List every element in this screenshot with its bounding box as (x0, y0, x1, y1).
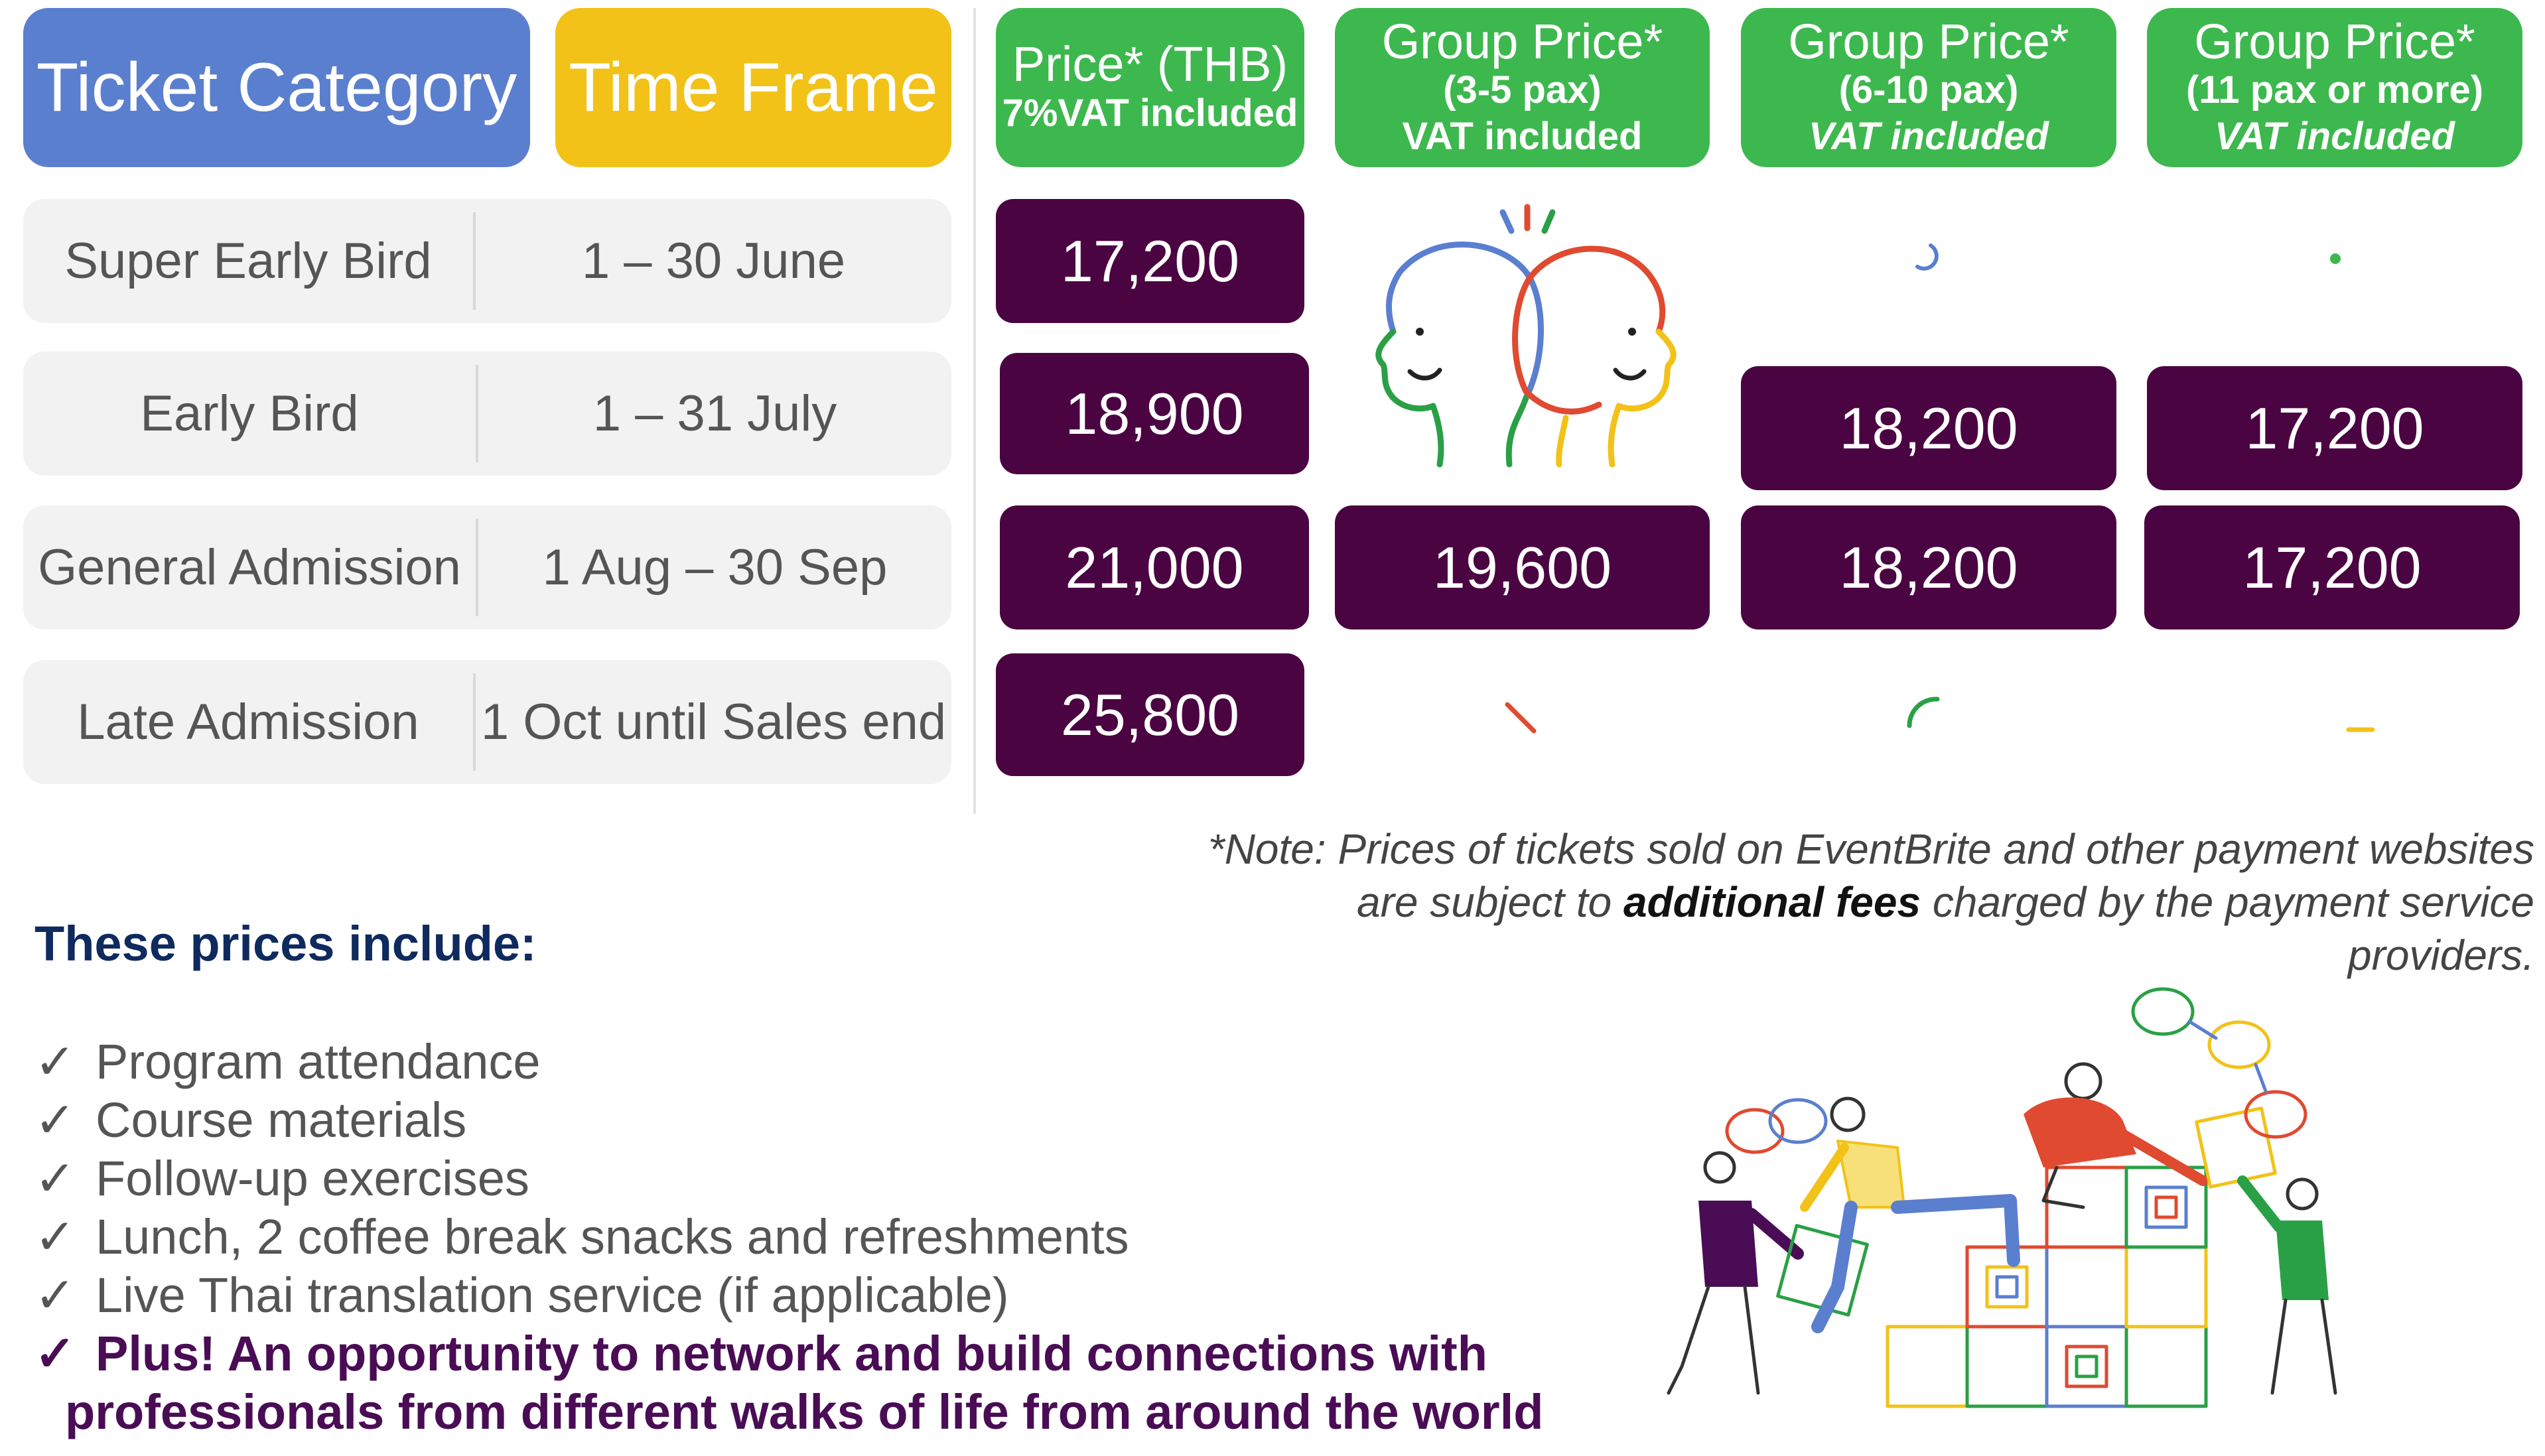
confetti-decoration (2346, 727, 2375, 732)
row-divider (473, 673, 476, 771)
group-3-5-price-cell: 19,600 (1335, 505, 1710, 629)
group-11-price-cell: 17,200 (2147, 366, 2522, 490)
list-item: ✓Program attendance (34, 1033, 1494, 1091)
list-item: ✓Live Thai translation service (if appli… (34, 1266, 1494, 1325)
row-category: Late Admission (77, 694, 419, 750)
header-price: Price* (THB) 7%VAT included (996, 8, 1304, 167)
header-group-3-5-vat: VAT included (1402, 114, 1643, 158)
group-6-10-price-cell: 18,200 (1741, 505, 2116, 629)
list-item: ✓Follow-up exercises (34, 1150, 1494, 1208)
list-item: ✓Lunch, 2 coffee break snacks and refres… (34, 1208, 1494, 1266)
check-mark-icon: ✓ (34, 1092, 76, 1148)
table-row (23, 199, 951, 323)
row-timeframe: 1 Oct until Sales end (480, 694, 947, 750)
group-6-10-price-cell: 18,200 (1741, 366, 2116, 490)
header-price-title: Price* (THB) (1012, 36, 1288, 92)
header-group-11-pax: (11 pax or more) (2185, 68, 2484, 112)
confetti-decoration (1907, 696, 1940, 728)
team-building-blocks-illustration-icon (1667, 987, 2337, 1408)
networking-highlight: ✓ Plus! An opportunity to network and bui… (34, 1325, 1560, 1441)
header-group-11-title: Group Price* (2194, 13, 2475, 69)
note-line-1: *Note: Prices of tickets sold on EventBr… (1207, 825, 2534, 873)
row-category: General Admission (38, 539, 461, 596)
column-separator (973, 8, 976, 814)
confetti-decoration (1915, 243, 1939, 271)
table-row (23, 352, 951, 476)
header-time-frame-label: Time Frame (569, 48, 938, 126)
header-group-6-10-title: Group Price* (1788, 13, 2069, 69)
header-group-6-10-vat: VAT included (1809, 114, 2049, 158)
check-mark-icon: ✓ (34, 1326, 76, 1381)
check-mark-icon: ✓ (34, 1151, 76, 1206)
group-11-price-cell: 17,200 (2144, 505, 2520, 629)
header-time-frame: Time Frame (555, 8, 951, 167)
includes-list: ✓Program attendance ✓Course materials ✓F… (34, 1033, 1494, 1325)
payment-fees-note: *Note: Prices of tickets sold on EventBr… (1174, 823, 2534, 982)
row-timeframe: 1 – 30 June (581, 233, 846, 289)
confetti-decoration (1505, 702, 1537, 734)
row-timeframe: 1 – 31 July (592, 385, 837, 442)
header-price-vat: 7%VAT included (1002, 92, 1298, 135)
row-category: Early Bird (140, 385, 359, 442)
table-row (23, 660, 951, 784)
price-cell: 18,900 (1000, 353, 1309, 474)
header-group-6-10: Group Price* (6-10 pax) VAT included (1741, 8, 2116, 167)
list-item: ✓Course materials (34, 1091, 1494, 1150)
two-faces-illustration-icon (1375, 204, 1677, 468)
check-mark-icon: ✓ (34, 1034, 76, 1089)
row-divider (476, 365, 478, 462)
header-group-3-5-title: Group Price* (1381, 13, 1663, 69)
note-emphasis: additional fees (1623, 878, 1921, 926)
row-divider (476, 519, 478, 616)
row-category: Super Early Bird (64, 233, 432, 289)
header-ticket-category: Ticket Category (23, 8, 530, 167)
confetti-decoration (2330, 253, 2341, 264)
header-group-3-5-pax: (3-5 pax) (1443, 68, 1602, 112)
check-mark-icon: ✓ (34, 1268, 76, 1323)
header-group-3-5: Group Price* (3-5 pax) VAT included (1335, 8, 1710, 167)
includes-title: These prices include: (34, 916, 537, 971)
header-group-11-vat: VAT included (2215, 114, 2455, 158)
networking-line-1: Plus! An opportunity to network and buil… (96, 1326, 1487, 1381)
price-cell: 17,200 (996, 199, 1304, 323)
header-group-11: Group Price* (11 pax or more) VAT includ… (2147, 8, 2522, 167)
check-mark-icon: ✓ (34, 1209, 76, 1264)
header-ticket-category-label: Ticket Category (36, 48, 517, 126)
header-group-6-10-pax: (6-10 pax) (1838, 68, 2019, 112)
networking-line-2: professionals from different walks of li… (65, 1384, 1544, 1439)
row-timeframe: 1 Aug – 30 Sep (542, 539, 888, 596)
price-cell: 21,000 (1000, 505, 1309, 629)
price-cell: 25,800 (996, 653, 1304, 776)
table-row (23, 505, 951, 629)
row-divider (473, 212, 476, 310)
note-line-2: are subject to additional fees charged b… (1356, 878, 2534, 979)
